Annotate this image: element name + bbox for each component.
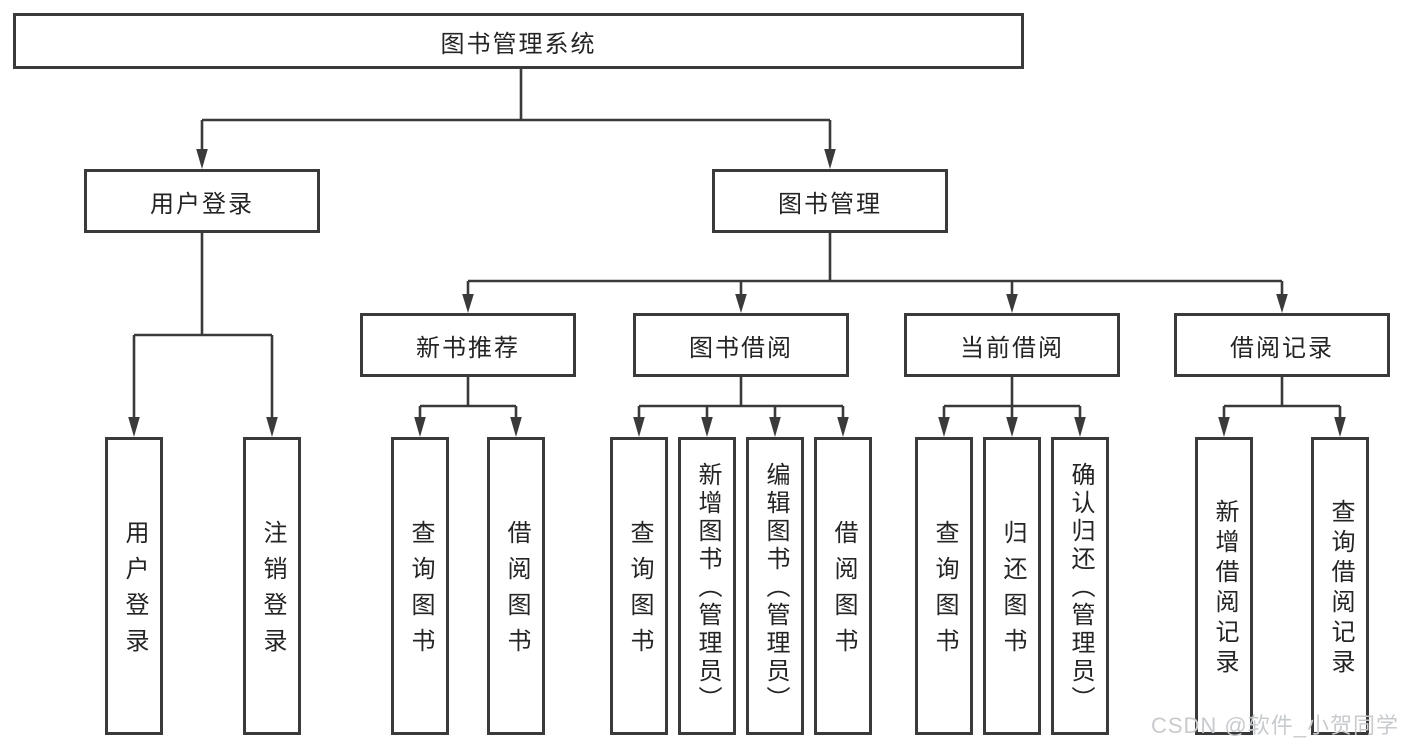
csdn-watermark: CSDN @软件_小贺同学 (1150, 713, 1399, 738)
node-current-confirm-return-admin-label: 确认归还（管理员） (1067, 462, 1094, 714)
node-borrowing-records-label: 借阅记录 (1230, 334, 1334, 362)
node-current-confirm-return-admin: 确认归还（管理员） (1051, 437, 1109, 735)
arrowhead (510, 417, 522, 437)
node-borrow-add-books-admin-label: 新增图书（管理员） (694, 462, 721, 714)
node-record-query-borrow-record: 查询借阅记录 (1311, 437, 1369, 735)
node-borrow-edit-books-admin-label: 编辑图书（管理员） (762, 462, 789, 714)
node-borrow-add-books-admin: 新增图书（管理员） (678, 437, 736, 735)
node-record-query-borrow-record-label: 查询借阅记录 (1327, 499, 1354, 679)
arrowhead (266, 417, 278, 437)
arrowhead (1006, 417, 1018, 437)
arrowhead (769, 417, 781, 437)
node-book-management-label: 图书管理 (778, 190, 882, 218)
arrowhead (196, 149, 208, 169)
arrowhead (824, 149, 836, 169)
node-rec-borrow-books: 借阅图书 (487, 437, 545, 735)
node-library-system: 图书管理系统 (13, 13, 1024, 69)
node-rec-query-books: 查询图书 (391, 437, 449, 735)
node-library-system-label: 图书管理系统 (440, 30, 597, 58)
node-login-label: 用户登录 (121, 520, 148, 664)
arrowhead (1334, 417, 1346, 437)
node-record-add-borrow-record-label: 新增借阅记录 (1211, 499, 1238, 679)
arrowhead (837, 417, 849, 437)
arrowhead (1006, 294, 1018, 313)
node-borrowing-records: 借阅记录 (1174, 313, 1390, 377)
arrowhead (414, 417, 426, 437)
node-borrow-query-books: 查询图书 (610, 437, 668, 735)
node-new-book-recommend: 新书推荐 (360, 313, 576, 377)
arrowhead (1276, 294, 1288, 313)
node-rec-borrow-books-label: 借阅图书 (503, 520, 530, 664)
node-borrow-borrow-books: 借阅图书 (814, 437, 872, 735)
node-user-login-label: 用户登录 (150, 190, 254, 218)
node-borrow-query-books-label: 查询图书 (626, 520, 653, 664)
node-current-return-books-label: 归还图书 (999, 520, 1026, 664)
node-current-borrowing-label: 当前借阅 (960, 334, 1064, 362)
node-user-login: 用户登录 (84, 169, 320, 233)
node-logout-label: 注销登录 (259, 520, 286, 664)
arrowhead (735, 294, 747, 313)
arrowhead (938, 417, 950, 437)
node-new-book-recommend-label: 新书推荐 (416, 334, 520, 362)
arrowhead (128, 417, 140, 437)
arrowhead (1074, 417, 1086, 437)
node-rec-query-books-label: 查询图书 (407, 520, 434, 664)
node-borrow-borrow-books-label: 借阅图书 (830, 520, 857, 664)
node-current-return-books: 归还图书 (983, 437, 1041, 735)
node-current-borrowing: 当前借阅 (904, 313, 1120, 377)
node-logout: 注销登录 (243, 437, 301, 735)
node-book-borrowing-label: 图书借阅 (689, 334, 793, 362)
node-borrow-edit-books-admin: 编辑图书（管理员） (746, 437, 804, 735)
node-current-query-books: 查询图书 (915, 437, 973, 735)
arrowhead (633, 417, 645, 437)
arrowhead (701, 417, 713, 437)
node-record-add-borrow-record: 新增借阅记录 (1195, 437, 1253, 735)
node-book-management: 图书管理 (712, 169, 948, 233)
node-book-borrowing: 图书借阅 (633, 313, 849, 377)
arrowhead (462, 294, 474, 313)
node-login: 用户登录 (105, 437, 163, 735)
node-current-query-books-label: 查询图书 (931, 520, 958, 664)
arrowhead (1218, 417, 1230, 437)
